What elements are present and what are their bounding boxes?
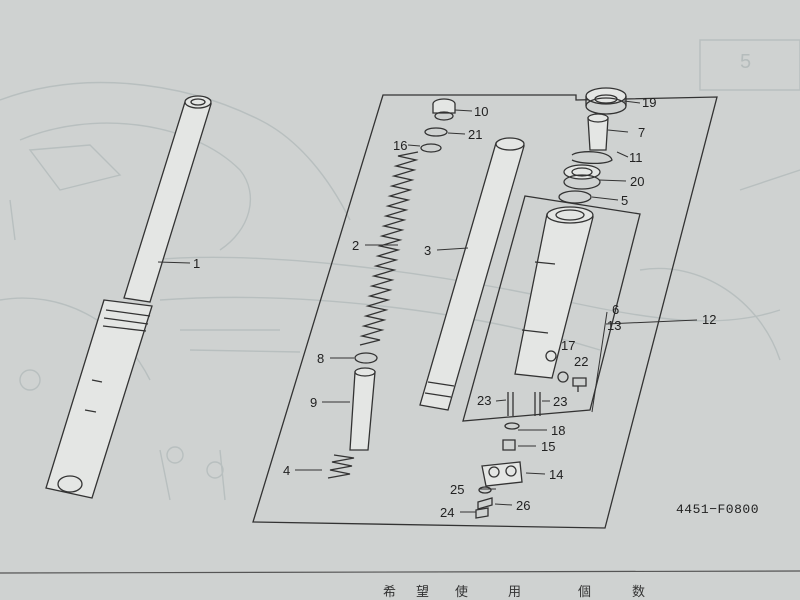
plain-washer: [478, 486, 492, 494]
callout-7: 7: [638, 125, 645, 140]
callout-13: 13: [607, 318, 621, 333]
callout-5: 5: [621, 193, 628, 208]
callout-20: 20: [630, 174, 644, 189]
damper-rod: [349, 367, 376, 451]
nut: [475, 507, 489, 519]
callout-14: 14: [549, 467, 563, 482]
callout-16: 16: [393, 138, 407, 153]
fork-tube: [419, 137, 525, 411]
stud-bolt-right: [534, 392, 541, 416]
footer-char-3: 使: [455, 584, 468, 600]
callout-18: 18: [551, 423, 565, 438]
footer-char-5: 個: [578, 585, 591, 600]
callout-9: 9: [310, 395, 317, 410]
sealing-washer-lower: [504, 422, 520, 430]
callout-19: 19: [642, 95, 656, 110]
fork-spring: [359, 151, 419, 346]
footer-char-6: 数: [632, 585, 645, 600]
footer-char-1: 希: [383, 585, 396, 600]
fork-bolt: [432, 98, 456, 121]
leader-lines: [157, 100, 698, 513]
oil-seal: [563, 164, 601, 190]
callout-25: 25: [450, 482, 464, 497]
callout-10: 10: [474, 104, 488, 119]
assembly-frame-inner: [462, 195, 641, 422]
spring-seat: [420, 143, 442, 153]
assembly-frame-outer: [252, 94, 718, 529]
callout-labels: 1 2 3 4 5 6 7 8 9 10 11 12 13 14 15 16 1…: [193, 95, 716, 520]
callout-17: 17: [561, 338, 575, 353]
diagram-code: 4451−F0800: [676, 502, 759, 517]
stud-bolt-left: [507, 392, 514, 416]
background-section-mark: 5: [740, 51, 751, 73]
callout-15: 15: [541, 439, 555, 454]
footer-char-2: 望: [416, 584, 429, 600]
footer-divider: [0, 570, 800, 574]
callout-2: 2: [352, 238, 359, 253]
callout-8: 8: [317, 351, 324, 366]
callout-3: 3: [424, 243, 431, 258]
sealing-washer: [557, 371, 569, 383]
o-ring: [424, 127, 448, 137]
callout-4: 4: [283, 463, 290, 478]
drain-bolt: [572, 377, 587, 392]
callout-1: 1: [193, 256, 200, 271]
callout-23-left: 23: [477, 393, 491, 408]
stopper-ring: [571, 151, 613, 165]
footer-table-header: 希 望 使 用 個 数: [383, 584, 645, 600]
callout-24: 24: [440, 505, 454, 520]
callout-12: 12: [702, 312, 716, 327]
piston-ring: [354, 352, 378, 364]
socket-bolt: [502, 439, 516, 451]
callout-22: 22: [574, 354, 588, 369]
slider-bushing: [587, 113, 609, 151]
callout-6: 6: [612, 302, 619, 317]
callout-23-right: 23: [553, 394, 567, 409]
fork-assembly-complete: [45, 95, 212, 499]
fork-slider: [514, 206, 594, 379]
footer-char-4: 用: [508, 585, 521, 600]
dust-seal: [585, 87, 627, 115]
callout-11: 11: [629, 150, 643, 165]
background-ghost-drawing: [0, 39, 800, 501]
spring-washer: [477, 497, 493, 510]
axle-holder: [481, 461, 523, 487]
callout-21: 21: [468, 127, 482, 142]
callout-26: 26: [516, 498, 530, 513]
rebound-spring: [327, 454, 355, 479]
back-up-ring: [558, 190, 592, 204]
